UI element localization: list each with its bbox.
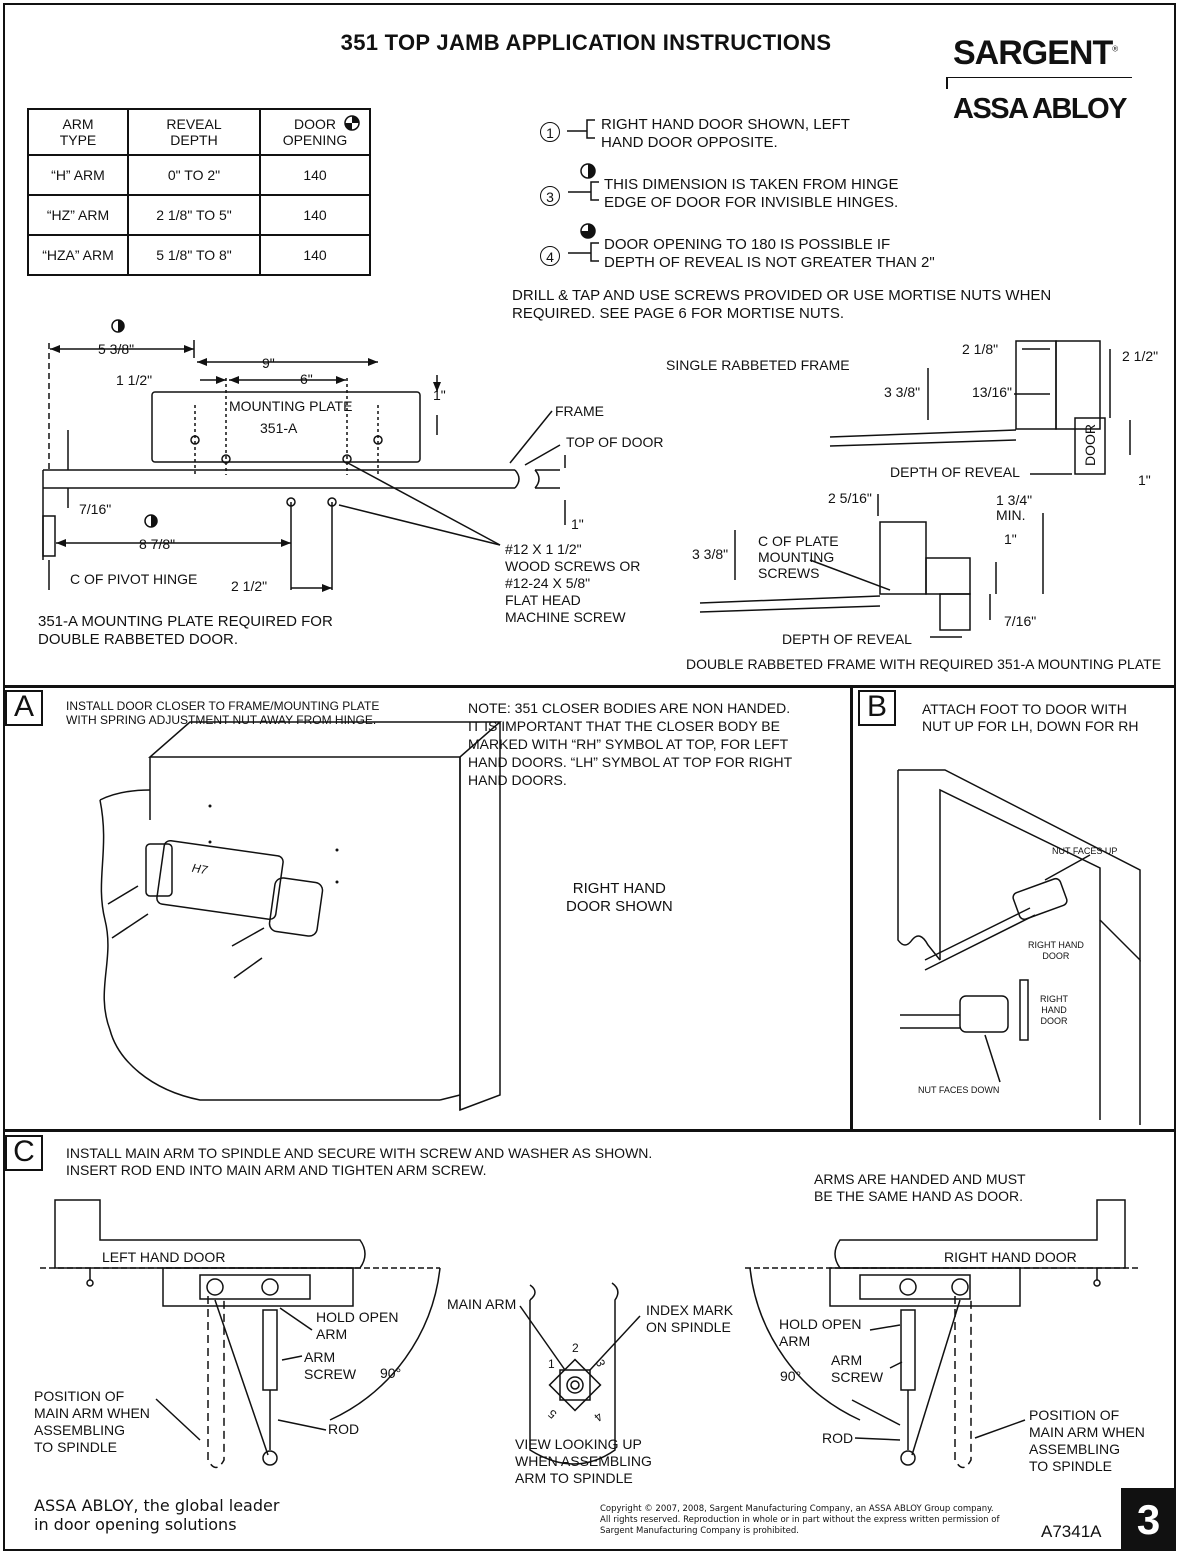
section-letter-c: C (5, 1135, 43, 1171)
mounting-plate-label: MOUNTING PLATE (229, 398, 353, 414)
dim-label: 2 5/16" (828, 490, 872, 506)
table-cell: 2 1/8" TO 5" (127, 194, 261, 236)
note-number: 3 (540, 186, 560, 206)
index-mark-label: INDEX MARK ON SPINDLE (646, 1302, 734, 1335)
dim-label: 1" (433, 387, 446, 403)
drill-note: DRILL & TAP AND USE SCREWS PROVIDED OR U… (512, 287, 1052, 322)
main-arm-position-label: POSITION OF MAIN ARM WHEN ASSEMBLING TO … (1029, 1407, 1145, 1474)
table-cell: 140 (259, 194, 371, 236)
table-cell: 140 (259, 234, 371, 276)
page-number: 3 (1121, 1488, 1176, 1551)
assa-abloy-logo: ASSA ABLOY (953, 93, 1127, 125)
arm-screw-label: ARM SCREW (304, 1349, 357, 1382)
logo-rule (946, 77, 1132, 81)
plate-required-note: 351-A MOUNTING PLATE REQUIRED FOR DOUBLE… (38, 613, 333, 648)
dim-label: 7/16" (1004, 613, 1037, 629)
dim-label: 8 7/8" (139, 536, 176, 552)
depth-of-reveal-label: DEPTH OF REVEAL (782, 631, 912, 647)
table-cell: 5 1/8" TO 8" (127, 234, 261, 276)
spindle-number: 2 (572, 1341, 579, 1355)
hold-open-arm-label: HOLD OPEN ARM (316, 1309, 399, 1342)
dim-label: 6" (300, 371, 313, 387)
dim-label: 2 1/2" (231, 578, 268, 594)
divider-top (3, 685, 1176, 688)
dim-label: 7/16" (79, 501, 112, 517)
right-hand-door-label: RIGHT HAND DOOR (944, 1249, 1077, 1265)
note-text: RIGHT HAND DOOR SHOWN, LEFT HAND DOOR OP… (601, 116, 850, 151)
ninety-degree-label: 90° (780, 1368, 802, 1384)
screws-label: #12 X 1 1/2" WOOD SCREWS OR #12-24 X 5/8… (505, 541, 641, 625)
divider-bottom (3, 1129, 1176, 1132)
note-text: THIS DIMENSION IS TAKEN FROM HINGE EDGE … (604, 176, 899, 211)
note-text: DOOR OPENING TO 180 IS POSSIBLE IF DEPTH… (604, 236, 935, 271)
section-b-instruction: ATTACH FOOT TO DOOR WITH NUT UP FOR LH, … (922, 701, 1139, 734)
section-letter-a: A (5, 690, 43, 726)
column-header-arm-type: ARM TYPE (27, 108, 129, 156)
table-cell: 0" TO 2" (127, 154, 261, 196)
table-row: “H” ARM 0" TO 2" 140 (27, 154, 371, 196)
plate-number-label: 351-A (260, 420, 298, 436)
dim-label: 9" (262, 355, 275, 371)
table-row: “HZA” ARM 5 1/8" TO 8" 140 (27, 234, 371, 276)
closer-body-mark: H7 (190, 860, 209, 878)
right-hand-door-shown: RIGHT HAND DOOR SHOWN (566, 880, 673, 915)
right-hand-door-label: RIGHT HAND DOOR (1040, 994, 1068, 1026)
rod-label: ROD (328, 1421, 360, 1437)
page-border (3, 3, 1176, 1551)
main-arm-position-label: POSITION OF MAIN ARM WHEN ASSEMBLING TO … (34, 1388, 150, 1455)
depth-of-reveal-label: DEPTH OF REVEAL (890, 464, 1020, 480)
dim-label: 13/16" (972, 384, 1013, 400)
hold-open-arm-label: HOLD OPEN ARM (779, 1316, 862, 1349)
rod-label: ROD (822, 1430, 854, 1446)
door-label: DOOR (1082, 424, 1098, 466)
dim-label: 5 3/8" (98, 341, 135, 357)
main-arm-label: MAIN ARM (447, 1296, 517, 1312)
ninety-degree-label: 90° (380, 1365, 402, 1381)
nut-faces-down-label: NUT FACES DOWN (918, 1085, 1000, 1095)
table-cell: “HZA” ARM (27, 234, 129, 276)
dim-label: 2 1/2" (1122, 348, 1159, 364)
spindle-number: 1 (548, 1357, 555, 1371)
left-hand-door-label: LEFT HAND DOOR (102, 1249, 226, 1265)
dim-label: 1" (1004, 531, 1017, 547)
dim-label: 1 1/2" (116, 372, 153, 388)
double-frame-title: DOUBLE RABBETED FRAME WITH REQUIRED 351-… (686, 656, 1162, 672)
dim-label: 3 3/8" (884, 384, 921, 400)
column-header-reveal-depth: REVEAL DEPTH (127, 108, 261, 156)
note-number: 1 (540, 122, 560, 142)
document-code: A7341A (1041, 1522, 1102, 1541)
dim-label: 2 1/8" (962, 341, 999, 357)
pivot-hinge-label: C OF PIVOT HINGE (70, 571, 198, 587)
right-hand-door-label: RIGHT HAND DOOR (1028, 940, 1084, 961)
page-title: 351 TOP JAMB APPLICATION INSTRUCTIONS (340, 30, 832, 55)
section-a-note: NOTE: 351 CLOSER BODIES ARE NON HANDED. … (468, 700, 793, 788)
section-letter-b: B (858, 690, 896, 726)
section-c-instruction: INSTALL MAIN ARM TO SPINDLE AND SECURE W… (66, 1145, 653, 1178)
table-cell: 140 (259, 154, 371, 196)
single-frame-title: SINGLE RABBETED FRAME (666, 357, 850, 373)
note-number: 4 (540, 246, 560, 266)
table-cell: “H” ARM (27, 154, 129, 196)
dim-label: 3 3/8" (692, 546, 729, 562)
dim-label: 1 3/4" MIN. (996, 492, 1033, 523)
copyright-text: Copyright © 2007, 2008, Sargent Manufact… (600, 1504, 1000, 1536)
table-row: “HZ” ARM 2 1/8" TO 5" 140 (27, 194, 371, 236)
footer-tagline: ASSA ABLOY, the global leader in door op… (34, 1496, 280, 1534)
table-cell: “HZ” ARM (27, 194, 129, 236)
arm-screw-label: ARM SCREW (831, 1352, 884, 1385)
frame-label: FRAME (555, 403, 604, 419)
dim-label: 1" (1138, 472, 1151, 488)
nut-faces-up-label: NUT FACES UP (1052, 846, 1118, 856)
top-of-door-label: TOP OF DOOR (566, 434, 664, 450)
dim-label: 1" (571, 516, 584, 532)
sargent-logo: SARGENT® (953, 34, 1118, 72)
view-looking-up-label: VIEW LOOKING UP WHEN ASSEMBLING ARM TO S… (515, 1436, 652, 1486)
section-a-instruction: INSTALL DOOR CLOSER TO FRAME/MOUNTING PL… (66, 699, 380, 727)
logo-rule-tick (946, 77, 948, 89)
divider-ab (850, 686, 853, 1130)
arm-type-table: ARM TYPE REVEAL DEPTH DOOR OPENING “H” A… (27, 108, 371, 276)
arms-handed-note: ARMS ARE HANDED AND MUST BE THE SAME HAN… (814, 1171, 1026, 1204)
plate-screws-label: C OF PLATE MOUNTING SCREWS (758, 533, 839, 581)
